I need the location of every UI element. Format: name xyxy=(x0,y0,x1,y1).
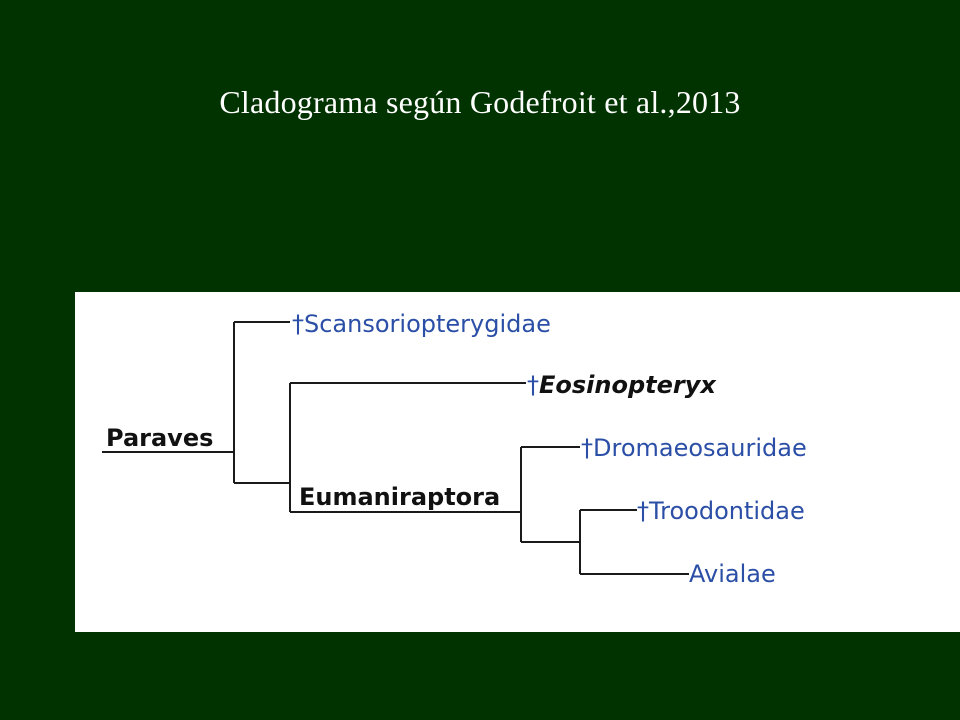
taxon-troodontidae: †Troodontidae xyxy=(637,497,805,525)
taxon-label: Eosinopteryx xyxy=(539,371,717,399)
taxon-scansoriopterygidae: †Scansoriopterygidae xyxy=(292,310,551,338)
taxon-dromaeosauridae: †Dromaeosauridae xyxy=(581,434,807,462)
cladogram: Paraves Eumaniraptora †Scansoriopterygid… xyxy=(102,310,807,588)
taxon-label: Scansoriopterygidae xyxy=(304,310,551,338)
slide-title: Cladograma según Godefroit et al.,2013 xyxy=(219,84,741,120)
extinct-dagger: † xyxy=(637,497,649,525)
cladogram-panel: Paraves Eumaniraptora †Scansoriopterygid… xyxy=(75,292,960,632)
extinct-dagger: † xyxy=(292,310,304,338)
taxon-label: Dromaeosauridae xyxy=(593,434,807,462)
node-label-paraves: Paraves xyxy=(106,424,213,452)
node-label-eumaniraptora: Eumaniraptora xyxy=(299,483,500,511)
extinct-dagger: † xyxy=(527,371,539,399)
taxon-label: Troodontidae xyxy=(648,497,805,525)
taxon-avialae: Avialae xyxy=(689,560,776,588)
taxon-eosinopteryx: †Eosinopteryx xyxy=(527,371,717,399)
extinct-dagger: † xyxy=(581,434,593,462)
